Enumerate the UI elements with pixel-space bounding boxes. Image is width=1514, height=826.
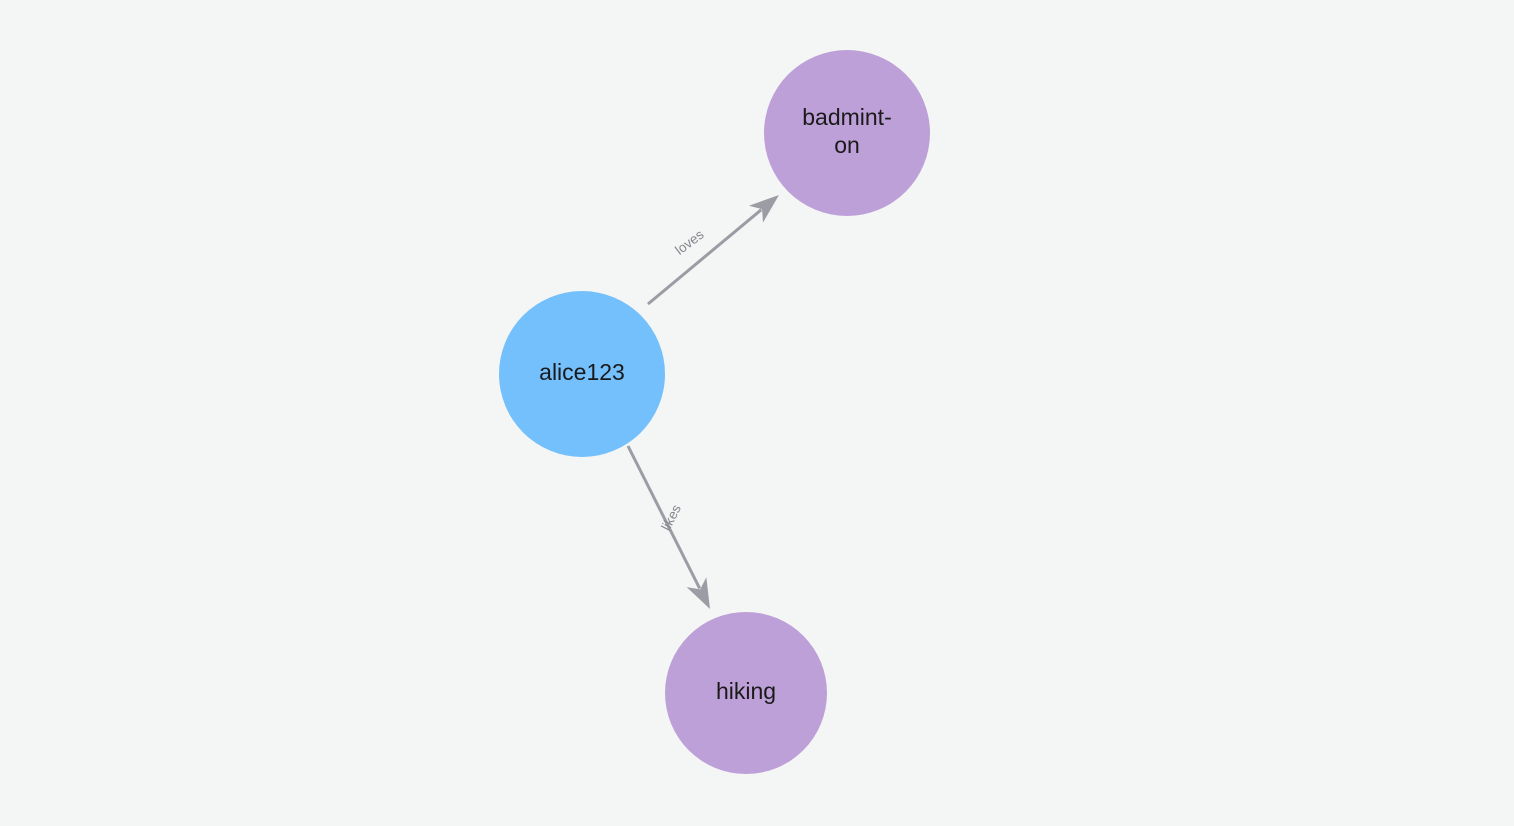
graph-node-badminton[interactable]: badmint-on (764, 50, 930, 216)
node-circle[interactable] (764, 50, 930, 216)
graph-edge[interactable] (626, 445, 710, 609)
graph-node-hiking[interactable]: hiking (665, 612, 827, 774)
edge-line (626, 445, 702, 590)
node-circle[interactable] (665, 612, 827, 774)
edge-line (647, 208, 763, 306)
edges-layer (626, 195, 779, 609)
graph-edge[interactable] (647, 195, 779, 306)
graph-node-alice123[interactable]: alice123 (499, 291, 665, 457)
node-circle[interactable] (499, 291, 665, 457)
edge-arrowhead-icon (748, 195, 779, 223)
edge-arrowhead-icon (686, 577, 710, 609)
